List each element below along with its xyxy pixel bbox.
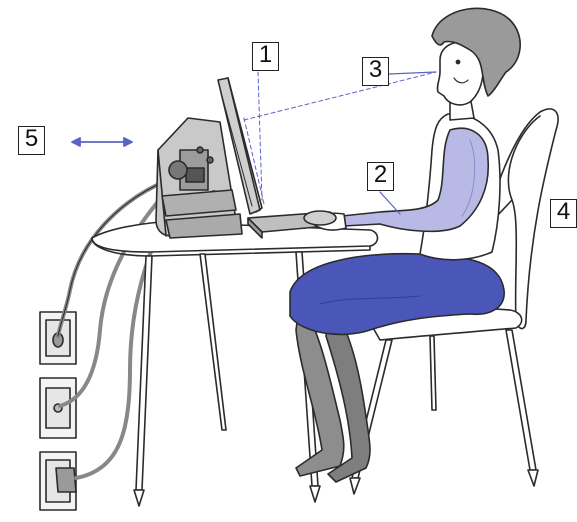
callout-2-leader <box>379 191 401 215</box>
angle-guide-lines <box>243 71 437 205</box>
callout-3: 3 <box>362 57 389 86</box>
callout-2: 2 <box>367 162 394 191</box>
hair <box>431 7 521 97</box>
wall-socket-top <box>39 311 77 365</box>
callout-1: 1 <box>252 42 279 71</box>
callout-4: 4 <box>550 199 577 228</box>
arm <box>341 127 490 233</box>
skirt <box>289 252 505 336</box>
callout-3-leader <box>388 71 437 75</box>
wall-socket-middle <box>39 377 77 439</box>
wall-socket-bottom <box>39 451 77 511</box>
legs <box>295 299 345 477</box>
seated-woman <box>289 7 521 483</box>
base-unit <box>155 117 243 239</box>
display-screen <box>217 77 263 215</box>
callout-5: 5 <box>18 126 45 155</box>
distance-arrow <box>71 137 133 147</box>
mouse <box>303 210 337 226</box>
